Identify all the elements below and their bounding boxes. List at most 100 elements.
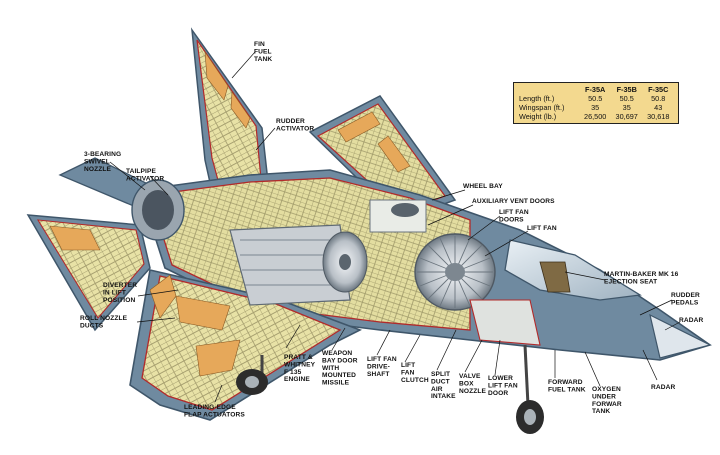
spec-header-f35c: F-35C xyxy=(648,85,669,94)
split-duct-air-intake-line: INTAKE xyxy=(431,393,456,400)
flap-actuators-line: LEADING-EDGE xyxy=(184,404,236,411)
label-radar-lower: RADAR xyxy=(651,384,675,391)
spec-cell: 35 xyxy=(591,103,600,112)
spec-cell: 50.5 xyxy=(588,94,603,103)
spec-cell: 50.5 xyxy=(619,94,634,103)
engine-line: PRATT & xyxy=(284,354,313,361)
ejection-seat-line: EJECTION SEAT xyxy=(604,278,657,285)
spec-cell: 30,618 xyxy=(647,112,670,121)
wheel-bay-line: WHEEL BAY xyxy=(463,183,503,190)
spec-row-wingspan: Wingspan (ft.) 35 35 43 xyxy=(518,103,674,112)
lower-lift-fan-door-line: LIFT FAN xyxy=(488,382,518,389)
fin-fuel-tank-line: FUEL xyxy=(254,48,272,55)
rudder-pedals-line: PEDALS xyxy=(671,299,699,306)
ejection-seat-line: MARTIN-BAKER MK 16 xyxy=(604,271,679,278)
spec-row-length: Length (ft.) 50.5 50.5 50.8 xyxy=(518,94,674,103)
lift-fan-line: LIFT FAN xyxy=(527,225,557,232)
label-radar-upper: RADAR xyxy=(679,317,703,324)
lower-lift-fan-door-line: LOWER xyxy=(488,375,513,382)
nose-landing-gear xyxy=(516,344,544,434)
auxiliary-vent-doors-line: AUXILIARY VENT DOORS xyxy=(472,198,555,205)
weapon-bay-door-line: WITH xyxy=(322,365,339,372)
split-duct-air-intake-line: SPLIT xyxy=(431,371,450,378)
lift-fan-doors-line: DOORS xyxy=(499,216,524,223)
weapon-bay-door-line: BAY DOOR xyxy=(322,357,358,364)
weapon-bay-door-line: MISSILE xyxy=(322,380,350,387)
oxygen-under-forward-tank-line: TANK xyxy=(592,408,610,415)
spec-table-box: F-35A F-35B F-35C Length (ft.) 50.5 50.5… xyxy=(513,82,679,124)
spec-row-label: Length (ft.) xyxy=(519,94,555,103)
swivel-nozzle-line: SWIVEL xyxy=(84,158,110,165)
diverter-line: IN LIFT xyxy=(103,289,126,296)
spec-row-label: Weight (lb.) xyxy=(519,112,557,121)
spec-cell: 35 xyxy=(622,103,631,112)
swivel-nozzle-line: NOZZLE xyxy=(84,166,111,173)
oxygen-under-forward-tank-line: OXYGEN xyxy=(592,386,621,393)
roll-nozzle-ducts-line: DUCTS xyxy=(80,322,104,329)
split-duct-air-intake-line: AIR xyxy=(431,386,443,393)
swivel-nozzle-line: 3-BEARING xyxy=(84,151,121,158)
oxygen-under-forward-tank-line: FORWAR xyxy=(592,401,622,408)
lift-fan-driveshaft-line: SHAFT xyxy=(367,371,389,378)
valve-box-nozzle-line: NOZZLE xyxy=(459,388,486,395)
valve-box-nozzle-line: VALVE xyxy=(459,373,481,380)
lift-fan-doors-line: LIFT FAN xyxy=(499,209,529,216)
radar-lower-line: RADAR xyxy=(651,384,675,391)
radar-upper-line: RADAR xyxy=(679,317,703,324)
engine-line: F 135 xyxy=(284,369,302,376)
spec-row-label: Wingspan (ft.) xyxy=(519,103,565,112)
split-duct-air-intake-line: DUCT xyxy=(431,378,450,385)
main-landing-gear xyxy=(236,355,268,395)
tailpipe-activator-line: ACTIVATOR xyxy=(126,175,164,182)
spec-cell: 30,697 xyxy=(615,112,638,121)
spec-cell: 26,500 xyxy=(584,112,607,121)
spec-header-row: F-35A F-35B F-35C xyxy=(518,85,674,94)
spec-header-blank xyxy=(518,85,579,94)
lift-fan-driveshaft-line: DRIVE- xyxy=(367,363,390,370)
lift-fan-clutch-line: FAN xyxy=(401,369,415,376)
label-lift-fan: LIFT FAN xyxy=(527,225,557,232)
spec-cell: 50.8 xyxy=(651,94,666,103)
spec-header-f35a: F-35A xyxy=(585,85,606,94)
label-wheel-bay: WHEEL BAY xyxy=(463,183,503,190)
lift-fan-driveshaft-line: LIFT FAN xyxy=(367,356,397,363)
engine-line: ENGINE xyxy=(284,376,310,383)
weapon-bay-door-line: WEAPON xyxy=(322,350,352,357)
oxygen-under-forward-tank-line: UNDER xyxy=(592,393,616,400)
lift-fan-clutch-line: LIFT xyxy=(401,362,415,369)
spec-table: F-35A F-35B F-35C Length (ft.) 50.5 50.5… xyxy=(518,85,674,121)
spec-row-weight: Weight (lb.) 26,500 30,697 30,618 xyxy=(518,112,674,121)
diverter-line: POSITION xyxy=(103,297,135,304)
lift-fan-clutch-line: CLUTCH xyxy=(401,377,429,384)
lower-lift-fan-door-line: DOOR xyxy=(488,390,508,397)
radome xyxy=(649,313,712,359)
spec-cell: 43 xyxy=(654,103,663,112)
forward-fuel-tank-line: FUEL TANK xyxy=(548,386,586,393)
valve-box-nozzle-line: BOX xyxy=(459,380,474,387)
fin-fuel-tank-line: TANK xyxy=(254,56,272,63)
rudder-activator-line: ACTIVATOR xyxy=(276,125,314,132)
engine-line: WHITNEY xyxy=(284,361,316,368)
diverter-line: DIVERTER xyxy=(103,282,137,289)
spec-header-f35b: F-35B xyxy=(616,85,637,94)
canopy xyxy=(504,239,642,301)
weapon-bay-door-line: MOUNTED xyxy=(322,372,356,379)
